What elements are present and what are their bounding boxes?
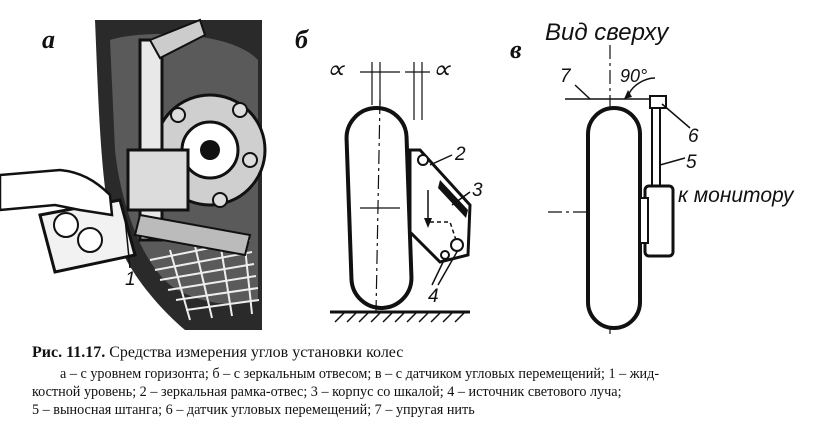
wheel-top-view <box>586 106 642 330</box>
monitor-connector-box <box>643 184 675 258</box>
panel-b-letter: б <box>295 25 309 54</box>
level-vial-1 <box>53 212 79 238</box>
gauge-top-clamp <box>148 18 207 60</box>
figure-illustration: а 1 б ∝ ∝ <box>0 18 795 335</box>
label-6: 6 <box>688 126 699 147</box>
angle-arrow <box>624 90 632 99</box>
to-monitor-label: к монитору <box>678 184 795 207</box>
hub-cap <box>200 140 220 160</box>
leaders-v <box>574 84 691 166</box>
level-vial-2 <box>77 227 103 253</box>
caption-figure-number: Рис. 11.17. <box>32 344 106 361</box>
panel-v-letter: в <box>510 35 522 64</box>
wheel-axis <box>375 99 381 313</box>
wheel-studs <box>167 102 258 208</box>
angle-90-label: 90° <box>620 66 647 86</box>
label-1: 1 <box>125 269 136 290</box>
caption-line-3: 5 – выносная штанга; 6 – датчик угловых … <box>32 402 475 418</box>
light-source-1 <box>450 238 464 252</box>
scale-housing <box>438 180 468 218</box>
panel-a: а 1 <box>0 18 267 330</box>
alpha-right: ∝ <box>432 54 451 84</box>
caption-line-1: а – с уровнем горизонта; б – с зеркальны… <box>60 366 660 382</box>
label-4: 4 <box>428 286 439 307</box>
extension-rod <box>651 107 661 189</box>
gauge-lower-bar <box>133 213 252 257</box>
label-2: 2 <box>454 144 466 165</box>
label-3: 3 <box>472 180 483 201</box>
caption-title: Рис. 11.17. Средства измерения углов уст… <box>32 343 802 363</box>
leader-1 <box>124 217 131 269</box>
alpha-dimension-lines <box>360 62 430 120</box>
plumb-arrow <box>424 218 432 228</box>
panel-v: в Вид сверху 90° 7 6 5 к монитору <box>510 19 795 335</box>
panel-a-letter: а <box>42 25 55 54</box>
view-from-above-title: Вид сверху <box>545 19 670 46</box>
ground-hatching <box>334 311 466 323</box>
mirror-frame-plumb <box>408 148 472 264</box>
label-5: 5 <box>686 152 697 173</box>
figure-caption: Рис. 11.17. Средства измерения углов уст… <box>32 343 802 419</box>
hand-drawing <box>0 168 114 217</box>
label-7: 7 <box>560 66 572 87</box>
gauge-clamp <box>126 148 190 212</box>
box-mount <box>639 197 649 244</box>
panel-b: б ∝ ∝ <box>295 25 483 323</box>
leaders-b <box>429 154 471 286</box>
caption-title-text: Средства измерения углов установки колес <box>109 344 404 361</box>
tread-pattern <box>149 237 260 321</box>
frame-pivot <box>417 154 429 166</box>
caption-line-2: костной уровень; 2 – зеркальная рамка-от… <box>32 384 622 400</box>
caption-description: а – с уровнем горизонта; б – с зеркальны… <box>32 365 802 419</box>
light-source-2 <box>440 250 450 260</box>
alpha-left: ∝ <box>326 54 345 84</box>
